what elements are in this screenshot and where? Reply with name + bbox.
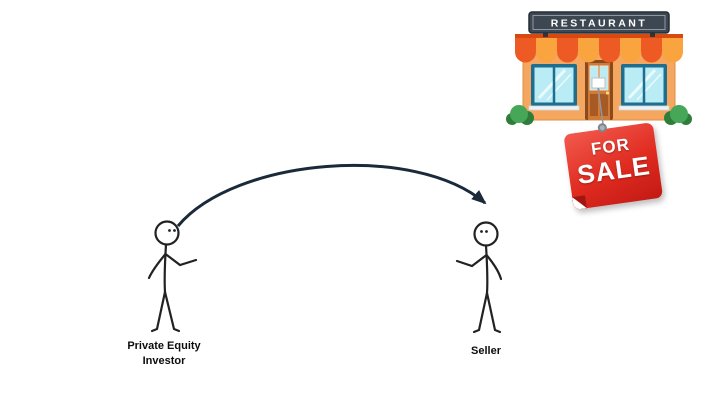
- investor-eye: [173, 229, 176, 232]
- restaurant-window-left: [528, 64, 580, 111]
- restaurant-awning: [515, 34, 683, 63]
- restaurant-sign-text: RESTAURANT: [551, 18, 648, 30]
- bush-right: [664, 105, 692, 125]
- investor-leg: [150, 290, 167, 333]
- seller-figure: [455, 221, 503, 334]
- investor-arm: [147, 252, 167, 280]
- investor-figure: [147, 220, 198, 333]
- seller-eye: [480, 230, 483, 233]
- restaurant-window-right: [618, 64, 670, 111]
- investor-label: Private Equity Investor: [127, 340, 201, 367]
- seller-arm-extended: [455, 253, 488, 268]
- seller-leg: [485, 291, 502, 334]
- investor-head: [154, 220, 180, 246]
- transaction-arrow: [176, 164, 487, 227]
- door-tag: [591, 77, 606, 89]
- seller-eye: [485, 230, 488, 233]
- for-sale-sign: FOR SALE: [563, 122, 664, 210]
- seller-label: Seller: [471, 345, 501, 357]
- investor-eye: [168, 229, 171, 232]
- seller-head: [473, 221, 499, 247]
- bush-left: [506, 105, 534, 125]
- investor-arm-extended: [164, 252, 198, 267]
- seller-body: [484, 244, 489, 295]
- restaurant-illustration: RESTAURANT: [506, 11, 692, 132]
- investor-body: [163, 243, 168, 294]
- investor-leg: [163, 290, 181, 333]
- seller-leg: [472, 291, 489, 334]
- restaurant-sign: RESTAURANT: [528, 11, 670, 37]
- seller-arm: [485, 253, 503, 281]
